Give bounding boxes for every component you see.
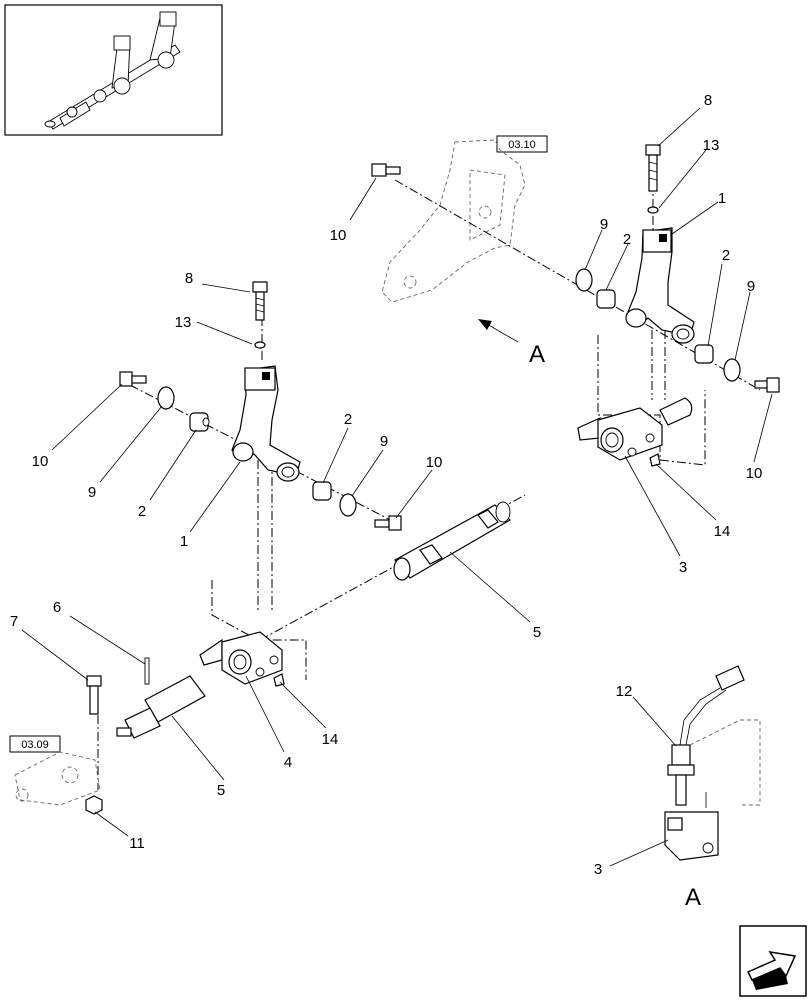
callout-9: 9 [600,216,608,233]
callout-9: 9 [747,278,755,295]
ring-9-right-a [575,268,593,292]
washer-13-left [254,341,266,349]
callout-8: 8 [185,270,193,287]
callout-4: 4 [284,754,292,771]
bolt-8-left [252,281,268,321]
bolt-7 [86,675,102,715]
callout-1: 1 [180,533,188,550]
ring-9-right-b [723,358,741,382]
callout-2: 2 [722,247,730,264]
bolt-10-left-a [119,371,147,387]
callout-11: 11 [129,835,145,852]
bolt-10-right [754,377,780,393]
callout-14: 14 [322,731,339,748]
bushing-2-left-b [312,481,332,501]
lever-1-left [231,365,301,482]
pivot-block-3 [577,397,693,467]
lever-1-right [625,227,695,344]
ref-box-top: 03.10 [496,135,548,153]
frame-bracket-ghost [381,139,526,303]
bushing-2-left-a [189,412,210,432]
callout-8: 8 [704,92,712,109]
callout-13: 13 [175,314,192,331]
callout-3: 3 [679,559,687,576]
callout-10: 10 [32,453,49,470]
svg-text:A: A [529,341,545,368]
callout-2: 2 [138,503,146,520]
svg-text:03.09: 03.09 [21,739,49,751]
ring-9-left-b [339,493,357,517]
shaft-5-short [116,657,206,739]
pin-6 [144,657,150,685]
detail-a: A [664,665,761,911]
bolt-10-top [371,163,401,177]
callout-14: 14 [714,523,731,540]
next-page-arrow-icon[interactable] [739,925,807,997]
grease-fitting-14-a [649,453,661,467]
view-arrow: A [478,319,545,368]
washer-13-right [647,206,659,214]
callout-2: 2 [623,231,631,248]
callout-1: 1 [718,190,726,207]
callout-2: 2 [344,411,352,428]
leader-lines [21,107,773,867]
bushing-2-right-a [596,289,616,309]
callout-6: 6 [53,599,61,616]
right-lever-assembly [371,144,780,393]
svg-text:03.10: 03.10 [508,139,536,151]
ref-box-left: 03.09 [9,735,61,753]
callout-10: 10 [746,465,763,482]
bushing-2-right-b [694,344,714,364]
callout-7: 7 [10,613,18,630]
svg-text:A: A [685,884,701,911]
callout-12: 12 [616,683,633,700]
callout-13: 13 [703,137,720,154]
bolt-8-right [645,144,661,192]
callout-labels: 8 13 1 9 2 2 9 10 10 8 13 1 9 2 2 9 10 1… [10,92,763,878]
callout-5: 5 [217,782,225,799]
callout-3: 3 [594,861,602,878]
callout-9: 9 [380,433,388,450]
callout-10: 10 [426,454,443,471]
callout-5: 5 [533,624,541,641]
callout-10: 10 [330,227,347,244]
shaft-5-long [393,501,511,581]
ring-9-left-a [157,386,175,410]
bolt-10-left-b [374,515,402,531]
coupling-ghost [14,751,101,806]
callout-9: 9 [88,484,96,501]
pivot-block-4 [199,631,285,687]
left-lever-assembly [119,281,402,531]
assembly-thumbnail-icon [4,4,223,136]
nut-11 [85,795,103,815]
